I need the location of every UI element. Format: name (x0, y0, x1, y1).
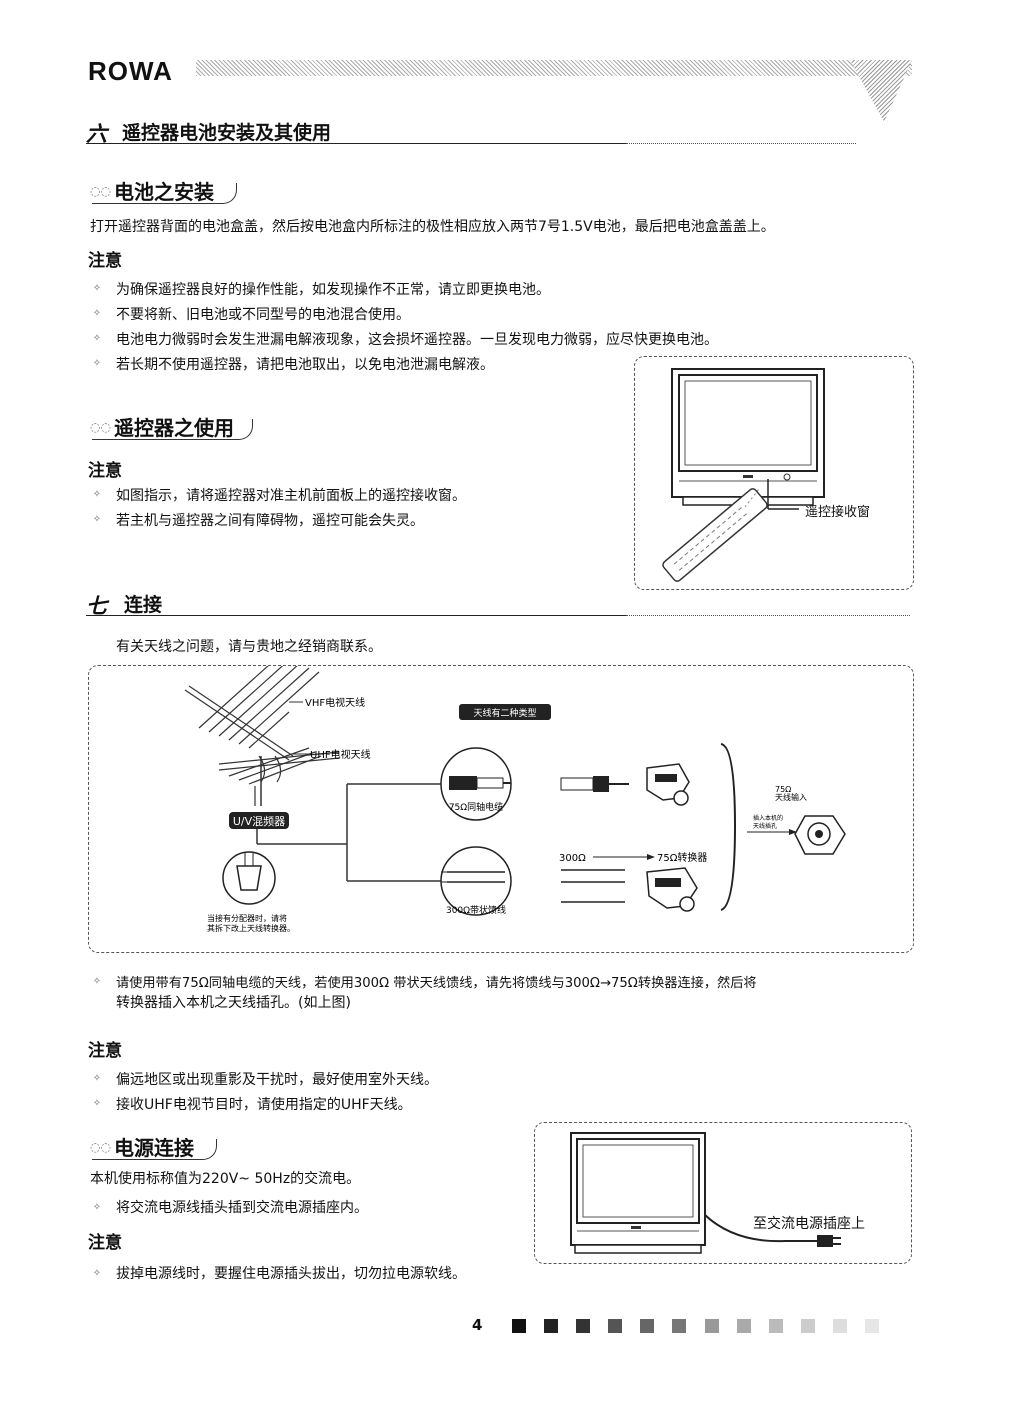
section-7-title: 连接 (124, 594, 163, 616)
section-7-rule-dotted (626, 615, 910, 616)
list-item: ✧请使用带有75Ω同轴电缆的天线，若使用300Ω 带状天线馈线，请先将馈线与30… (90, 970, 757, 992)
section-6-number: 六 (86, 122, 107, 146)
bullet-icon: ✧ (92, 1073, 102, 1084)
antenna-usage-bullet: ✧请使用带有75Ω同轴电缆的天线，若使用300Ω 带状天线馈线，请先将馈线与30… (90, 970, 757, 1014)
list-item: ✧拔掉电源线时，要握住电源插头拔出，切勿拉电源软线。 (90, 1262, 466, 1284)
list-item: ✧将交流电源线插头插到交流电源插座内。 (90, 1196, 368, 1218)
antenna-types-badge: 天线有二种类型 (473, 707, 536, 719)
list-item: ✧如图指示，请将遥控器对准主机前面板上的遥控接收窗。 (90, 482, 466, 507)
remote-usage-heading-underline (92, 419, 253, 440)
footer-square-icon (768, 1319, 783, 1333)
list-item: ✧若主机与遥控器之间有障碍物，遥控可能会失灵。 (90, 507, 466, 532)
bullet-icon: ✧ (92, 514, 102, 525)
section-7-rule (86, 615, 626, 616)
flat-feeder-label: 300Ω带状馈线 (446, 904, 506, 916)
bullet-icon: ✧ (92, 358, 102, 369)
footer-square-icon (865, 1319, 880, 1333)
battery-instructions: 打开遥控器背面的电池盒盖，然后按电池盒内所标注的极性相应放入两节7号1.5V电池… (90, 219, 775, 235)
power-figure-box: 至交流电源插座上 (534, 1122, 912, 1264)
antenna-diagram-box: VHF电视天线 UHF电视天线 U/V混频器 当接有分配器时，请将 其拆下改上天… (88, 655, 914, 953)
uhf-antenna-label: UHF电视天线 (310, 748, 371, 761)
splitter-note-line1: 当接有分配器时，请将 (207, 913, 287, 923)
footer-square-icon (576, 1319, 591, 1333)
splitter-icon (222, 851, 276, 905)
bullet-icon: ✧ (92, 283, 102, 294)
battery-note-list: ✧为确保遥控器良好的操作性能，如发现操作不正常，请立即更换电池。 ✧不要将新、旧… (90, 276, 718, 376)
vhf-antenna-label: VHF电视天线 (305, 696, 365, 709)
antenna-input-label: 天线输入 (775, 792, 807, 802)
coax-label: 75Ω同轴电缆 (449, 801, 503, 813)
footer-square-icon (672, 1319, 687, 1333)
footer-square-icon (512, 1319, 526, 1333)
list-item: ✧电池电力微弱时会发生泄漏电解液现象，这会损坏遥控器。一旦发现电力微弱，应尽快更… (90, 326, 718, 351)
power-heading-text: 电源连接 (113, 1136, 194, 1160)
antenna-diagram: VHF电视天线 UHF电视天线 U/V混频器 当接有分配器时，请将 其拆下改上天… (184, 655, 846, 933)
list-item: ✧为确保遥控器良好的操作性能，如发现操作不正常，请立即更换电池。 (90, 276, 718, 301)
section-6-rule-dotted (626, 143, 856, 144)
conv-75-label: 75Ω转换器 (657, 851, 707, 864)
mixer-label: U/V混频器 (233, 814, 285, 828)
footer-squares (512, 1318, 892, 1337)
conv-300-label: 300Ω (559, 853, 586, 864)
plug-label-line2: 天线插孔 (753, 822, 777, 830)
footer-square-icon (832, 1319, 847, 1333)
usage-note-list: ✧如图指示，请将遥控器对准主机前面板上的遥控接收窗。 ✧若主机与遥控器之间有障碍… (90, 482, 466, 532)
footer-square-icon (800, 1319, 815, 1333)
bullet-icon: ✧ (92, 1098, 102, 1109)
list-item: ✧偏远地区或出现重影及干扰时，最好使用室外天线。 (90, 1066, 438, 1091)
battery-heading-text: 电池之安装 (113, 180, 214, 204)
brand-logo: ROWA (88, 56, 173, 86)
plug-label-line1: 插入本机的 (753, 814, 783, 822)
tv-remote-illustration (662, 368, 825, 582)
bullet-icon: ✧ (92, 1201, 102, 1213)
section-6-title: 遥控器电池安装及其使用 (122, 122, 332, 144)
usage-note-label: 注意 (88, 461, 122, 481)
bullet-icon: ✧ (92, 308, 102, 319)
bullet-icon: ✧ (92, 489, 102, 500)
battery-heading-underline (92, 183, 237, 204)
balun-converter-icon (646, 867, 698, 912)
header-v-decoration (850, 60, 912, 122)
antenna-intro: 有关天线之问题，请与贵地之经销商联系。 (116, 639, 382, 655)
bullet-icon: ✧ (92, 333, 102, 344)
input-75-label: 75Ω (775, 785, 791, 794)
list-item: ✧不要将新、旧电池或不同型号的电池混合使用。 (90, 301, 718, 326)
tv-power-illustration (570, 1132, 841, 1254)
remote-usage-heading: ◌◌ 遥控器之使用 (90, 412, 234, 441)
footer-square-icon (544, 1319, 559, 1333)
bullet-icon: ✧ (92, 975, 102, 987)
power-note-bullet: ✧拔掉电源线时，要握住电源插头拔出，切勿拉电源软线。 (90, 1262, 466, 1284)
splitter-note-line2: 其拆下改上天线转换器。 (207, 923, 295, 933)
footer-square-icon (640, 1319, 655, 1333)
remote-usage-heading-text: 遥控器之使用 (113, 416, 234, 440)
header-pattern-band (196, 60, 912, 76)
section-6-rule (86, 143, 626, 144)
bullet-icon: ✧ (92, 1267, 102, 1279)
power-heading-underline (92, 1139, 217, 1160)
antenna-usage-bullet-line2: 转换器插入本机之天线插孔。(如上图) (116, 995, 351, 1011)
section-7-number: 七 (86, 594, 107, 618)
antenna-note-label: 注意 (88, 1041, 122, 1061)
battery-note-label: 注意 (88, 251, 122, 271)
receiver-window-label: 遥控接收窗 (805, 505, 871, 520)
power-note-label: 注意 (88, 1233, 122, 1253)
power-bullet: ✧将交流电源线插头插到交流电源插座内。 (90, 1196, 368, 1218)
list-item: ✧若长期不使用遥控器，请把电池取出，以免电池泄漏电解液。 (90, 351, 718, 376)
footer-square-icon (704, 1319, 719, 1333)
remote-figure-box: 遥控接收窗 (634, 356, 914, 590)
footer-square-icon (736, 1319, 751, 1333)
flat-feeder-icon (440, 846, 512, 916)
uhf-antenna-icon (218, 747, 340, 785)
footer-square-icon (608, 1319, 623, 1333)
vhf-antenna-icon (184, 655, 320, 761)
list-item: ✧接收UHF电视节目时，请使用指定的UHF天线。 (90, 1091, 438, 1116)
page-number: 4 (472, 1316, 483, 1334)
power-spec-text: 本机使用标称值为220V~ 50Hz的交流电。 (90, 1171, 361, 1187)
bracket-line (720, 743, 737, 911)
coax-adapter-icon (646, 763, 690, 806)
power-outlet-label: 至交流电源插座上 (753, 1216, 865, 1232)
antenna-note-list: ✧偏远地区或出现重影及干扰时，最好使用室外天线。 ✧接收UHF电视节目时，请使用… (90, 1066, 438, 1116)
